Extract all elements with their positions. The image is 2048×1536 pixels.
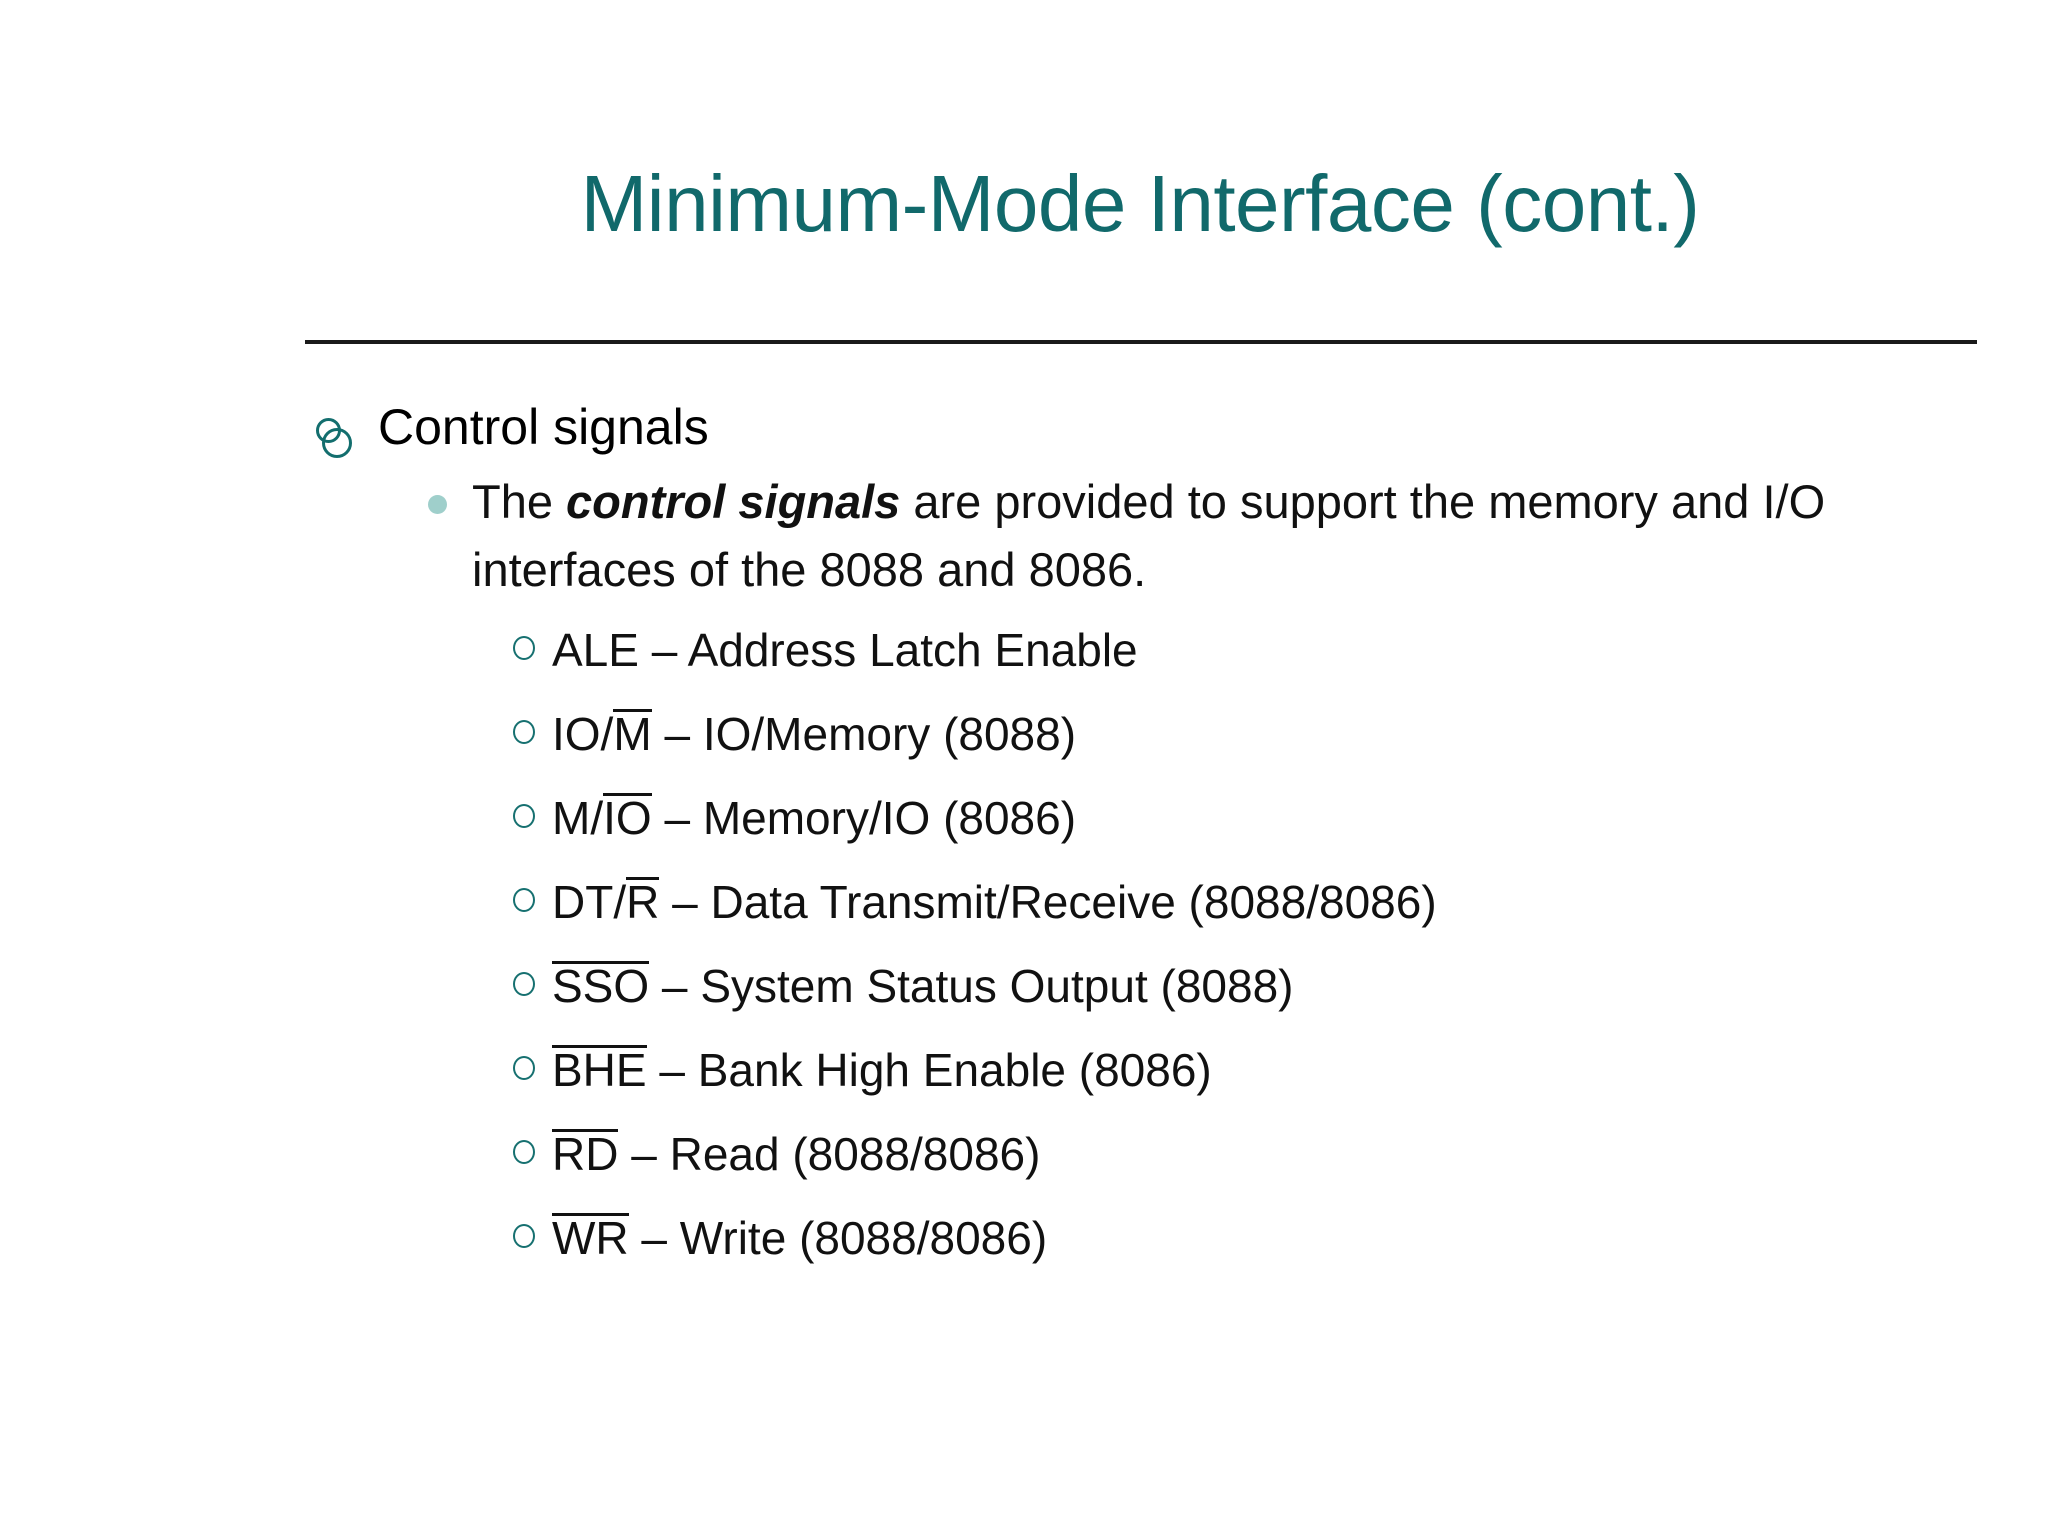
hollow-circle-bullet-icon [513, 1056, 535, 1080]
signal-row: DT/R – Data Transmit/Receive (8088/8086) [552, 876, 1437, 928]
list-item: RD – Read (8088/8086) [300, 1112, 1980, 1196]
signal-separator: – [646, 1044, 698, 1096]
signal-name-plain: M/ [552, 792, 604, 844]
slide-body: Control signals The control signals are … [300, 396, 1980, 1280]
signal-description: Data Transmit/Receive (8088/8086) [710, 876, 1437, 928]
title-block: Minimum-Mode Interface (cont.) [305, 158, 1975, 250]
list-item: SSO – System Status Output (8088) [300, 944, 1980, 1028]
signal-row: ALE – Address Latch Enable [552, 624, 1138, 676]
hollow-circle-bullet-icon [513, 1224, 535, 1248]
signal-row: IO/M – IO/Memory (8088) [552, 708, 1076, 760]
signal-row: BHE – Bank High Enable (8086) [552, 1044, 1212, 1096]
list-item: M/IO – Memory/IO (8086) [300, 776, 1980, 860]
hollow-circle-bullet-icon [513, 1140, 535, 1164]
signal-name-overlined: WR [552, 1212, 629, 1264]
signal-name-plain: IO/ [552, 708, 614, 760]
bullet-level2-description: The control signals are provided to supp… [300, 468, 1980, 604]
signal-name-plain: DT/ [552, 876, 627, 928]
signal-name-overlined: RD [552, 1128, 619, 1180]
signal-separator: – [628, 1212, 680, 1264]
signal-row: M/IO – Memory/IO (8086) [552, 792, 1076, 844]
signal-row: WR – Write (8088/8086) [552, 1212, 1047, 1264]
signal-separator: – [651, 792, 703, 844]
level2-emphasis: control signals [566, 475, 901, 528]
bullet-level1-control-signals: Control signals [300, 396, 1980, 458]
signal-description: IO/Memory (8088) [702, 708, 1077, 760]
signal-row: SSO – System Status Output (8088) [552, 960, 1293, 1012]
signal-name-overlined: IO [603, 792, 652, 844]
hollow-circle-bullet-icon [513, 888, 535, 912]
signal-separator: – [651, 708, 703, 760]
signal-name-overlined: BHE [552, 1044, 647, 1096]
signal-description: Bank High Enable (8086) [697, 1044, 1212, 1096]
page-title: Minimum-Mode Interface (cont.) [580, 159, 1700, 248]
signal-description: Read (8088/8086) [669, 1128, 1041, 1180]
list-item: WR – Write (8088/8086) [300, 1196, 1980, 1280]
signal-description: Write (8088/8086) [679, 1212, 1048, 1264]
hollow-circle-bullet-icon [513, 804, 535, 828]
hollow-circle-bullet-icon [513, 972, 535, 996]
hollow-circle-bullet-icon [513, 636, 535, 660]
signal-description: Memory/IO (8086) [702, 792, 1077, 844]
double-ring-bullet-icon [316, 418, 358, 460]
title-divider [305, 340, 1977, 344]
signal-separator: – [618, 1128, 670, 1180]
signal-separator: – [659, 876, 711, 928]
signal-list: ALE – Address Latch Enable IO/M – IO/Mem… [300, 608, 1980, 1280]
signal-row: RD – Read (8088/8086) [552, 1128, 1040, 1180]
signal-description: System Status Output (8088) [700, 960, 1294, 1012]
level2-suffix: are provided to support the memory and I… [472, 475, 1826, 596]
hollow-circle-bullet-icon [513, 720, 535, 744]
signal-description: Address Latch Enable [687, 624, 1138, 676]
signal-name-overlined: M [613, 708, 652, 760]
signal-separator: – [649, 960, 701, 1012]
bullet-level2-label: The control signals are provided to supp… [472, 468, 1932, 604]
list-item: BHE – Bank High Enable (8086) [300, 1028, 1980, 1112]
list-item: IO/M – IO/Memory (8088) [300, 692, 1980, 776]
list-item: DT/R – Data Transmit/Receive (8088/8086) [300, 860, 1980, 944]
list-item: ALE – Address Latch Enable [300, 608, 1980, 692]
signal-name-overlined: SSO [552, 960, 650, 1012]
signal-name-rest: ALE [552, 624, 639, 676]
signal-name-overlined: R [626, 876, 660, 928]
bullet-level1-label: Control signals [378, 399, 709, 455]
level2-prefix: The [472, 475, 567, 528]
filled-dot-bullet-icon [428, 495, 447, 514]
signal-separator: – [638, 624, 688, 676]
